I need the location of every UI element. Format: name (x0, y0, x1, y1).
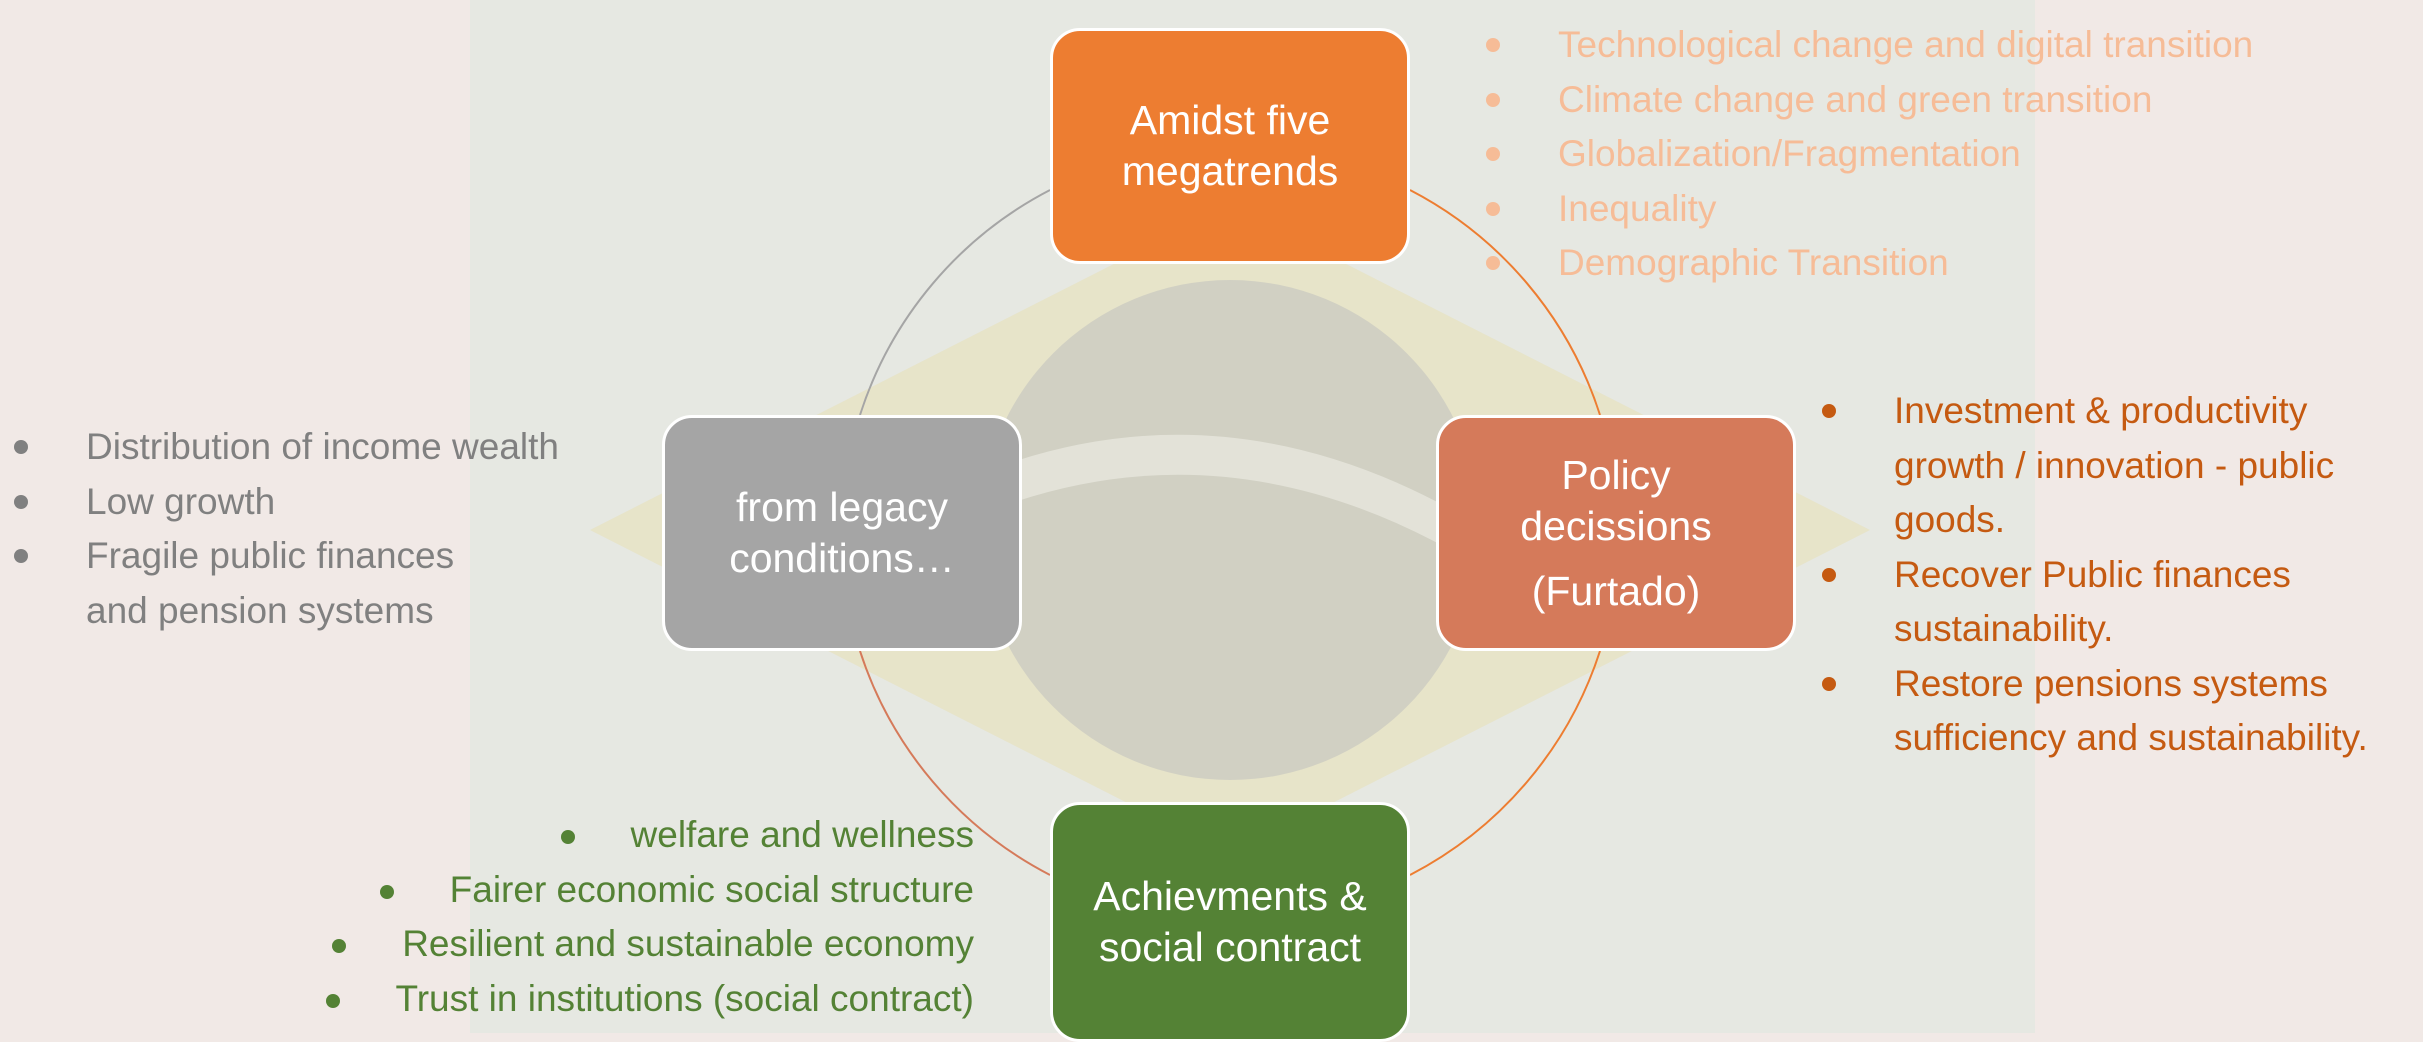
list-item: Technological change and digital transit… (1486, 18, 2253, 73)
legacy-box-line: from legacy (736, 484, 948, 530)
list-item-text: Fragile public finances and pension syst… (86, 535, 455, 631)
bullet-icon (1822, 404, 1836, 418)
list-item-text: Inequality (1558, 187, 1717, 229)
policy-box-line: Policy (1561, 451, 1671, 498)
bullet-icon (1486, 201, 1500, 216)
list-item-text: Restore pensions systems sufficiency and… (1894, 662, 2368, 759)
bullet-icon (14, 494, 28, 509)
list-item: Fairer economic social structure (326, 863, 974, 918)
bullet-icon (14, 440, 28, 454)
list-item: Inequality (1486, 182, 2253, 237)
list-item: Demographic Transition (1486, 236, 2253, 291)
achievements-box: Achievments & social contract (1050, 802, 1410, 1042)
cycle-arc-right-bottom (1409, 650, 1601, 876)
bullet-icon (1486, 92, 1500, 107)
megatrends-box-line: megatrends (1121, 148, 1339, 194)
list-item: Resilient and sustainable economy (326, 917, 974, 972)
list-item-text: Resilient and sustainable economy (402, 923, 974, 964)
bullet-icon (332, 939, 347, 954)
megatrends-box: Amidst five megatrends (1050, 28, 1410, 264)
list-item-text: Distribution of income wealth (86, 426, 559, 467)
list-item-text: Investment & productivity growth / innov… (1894, 390, 2335, 540)
list-item: Investment & productivity growth / innov… (1822, 384, 2414, 548)
legacy-box-line: conditions… (729, 535, 955, 581)
policy-decisions-box: Policy decissions (Furtado) (1436, 415, 1796, 651)
list-item: Globalization/Fragmentation (1486, 127, 2253, 182)
megatrends-list: Technological change and digital transit… (1486, 18, 2253, 291)
cycle-arc-left-top (859, 189, 1051, 416)
achievements-box-line: Achievments & (1093, 873, 1367, 919)
achievements-list: welfare and wellness Fairer economic soc… (325, 808, 975, 1027)
list-item-text: Climate change and green transition (1558, 78, 2153, 120)
bullet-icon (379, 884, 394, 899)
list-item: Climate change and green transition (1486, 73, 2253, 128)
flag-watermark-band (990, 434, 1470, 560)
list-item: Trust in institutions (social contract) (325, 972, 975, 1027)
flag-watermark-diamond (590, 205, 1870, 855)
bullet-icon (560, 830, 575, 845)
bullet-icon (325, 993, 340, 1008)
list-item-text: Fairer economic social structure (449, 868, 974, 910)
list-item-text: Technological change and digital transit… (1558, 24, 2254, 65)
list-item: Distribution of income wealth (14, 420, 634, 475)
list-item-text: welfare and wellness (630, 814, 974, 855)
flag-watermark-globe (980, 280, 1480, 780)
bullet-icon (1822, 567, 1836, 582)
list-item-text: Demographic Transition (1558, 242, 1949, 283)
list-item: Fragile public finances and pension syst… (14, 529, 466, 638)
legacy-list: Distribution of income wealth Low growth… (14, 420, 634, 638)
list-item: Recover Public finances sustainability. (1822, 548, 2394, 657)
policy-box-line: (Furtado) (1531, 567, 1701, 614)
legacy-conditions-box: from legacy conditions… (662, 415, 1022, 651)
bullet-icon (1486, 256, 1500, 270)
list-item-text: Recover Public finances sustainability. (1894, 553, 2291, 650)
list-item: Restore pensions systems sufficiency and… (1822, 657, 2423, 766)
list-item-text: Trust in institutions (social contract) (395, 977, 975, 1019)
list-item-text: Low growth (86, 480, 276, 522)
achievements-box-line: social contract (1098, 924, 1362, 970)
list-item-text: Globalization/Fragmentation (1558, 133, 2021, 174)
list-item: welfare and wellness (326, 808, 974, 863)
bullet-icon (14, 549, 28, 563)
cycle-arc-top-right (1409, 189, 1601, 416)
bullet-icon (1822, 676, 1836, 691)
policy-list: Investment & productivity growth / innov… (1822, 384, 2412, 766)
policy-box-line: decissions (1520, 502, 1712, 549)
megatrends-box-line: Amidst five (1129, 97, 1331, 143)
bullet-icon (1486, 147, 1500, 161)
bullet-icon (1486, 38, 1500, 52)
cycle-arc-bottom-left (859, 650, 1051, 876)
list-item: Low growth (14, 475, 634, 530)
